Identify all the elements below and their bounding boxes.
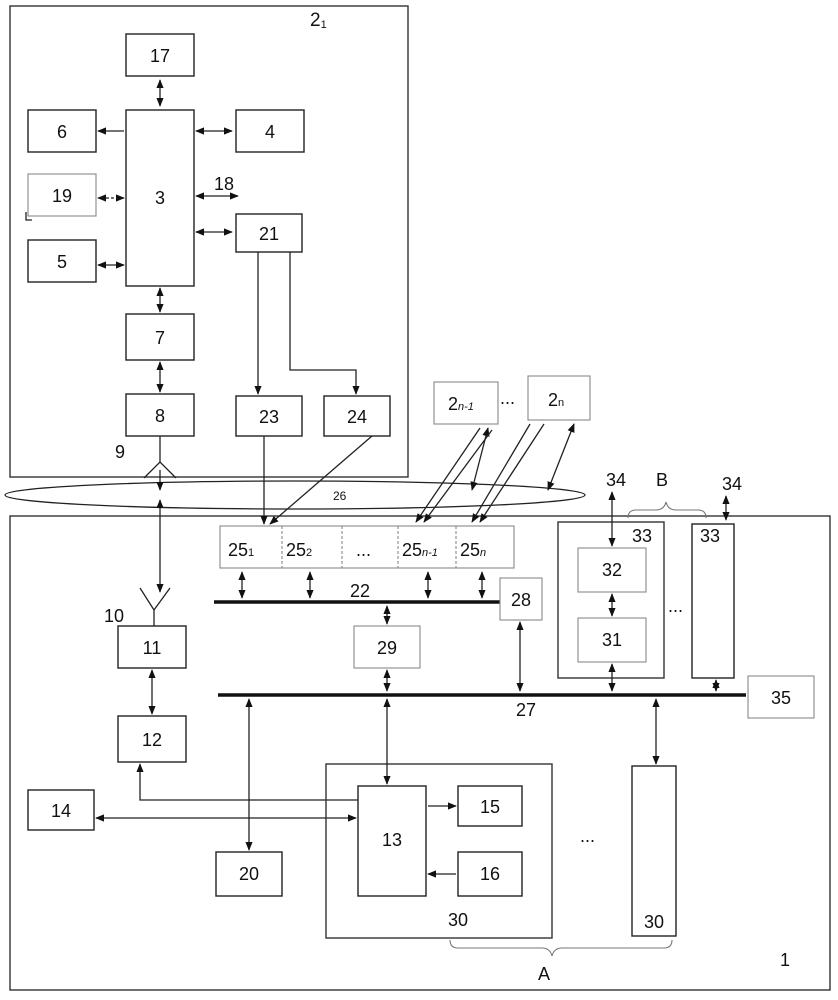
link-24-25-1 (270, 436, 372, 524)
label-34-left: 34 (606, 470, 626, 490)
ellipsis-group-a: ... (580, 826, 595, 846)
label-30-right: 30 (644, 912, 664, 932)
label-15: 15 (480, 797, 500, 817)
label-6: 6 (57, 122, 67, 142)
label-13: 13 (382, 830, 402, 850)
ellipsis-subsystems: ... (500, 388, 515, 408)
label-22: 22 (350, 581, 370, 601)
label-34-right: 34 (722, 474, 742, 494)
label-23: 23 (259, 407, 279, 427)
label-24: 24 (347, 407, 367, 427)
label-28: 28 (511, 590, 531, 610)
label-29: 29 (377, 638, 397, 658)
group-33-right (692, 524, 734, 678)
label-B: B (656, 470, 668, 490)
link-2-n-port-a (472, 424, 530, 522)
label-1: 1 (780, 950, 790, 970)
label-8: 8 (155, 406, 165, 426)
group-30-right (632, 766, 676, 936)
label-17: 17 (150, 46, 170, 66)
label-16: 16 (480, 864, 500, 884)
label-14: 14 (51, 801, 71, 821)
label-10: 10 (104, 606, 124, 626)
label-12: 12 (142, 730, 162, 750)
label-31: 31 (602, 630, 622, 650)
label-11: 11 (143, 638, 162, 658)
label-27: 27 (516, 700, 536, 720)
link-2-n-port-b (480, 424, 544, 522)
label-19: 19 (52, 186, 72, 206)
label-25-ellipsis: ... (356, 540, 371, 560)
label-5: 5 (57, 252, 67, 272)
label-32: 32 (602, 560, 622, 580)
label-3: 3 (155, 188, 165, 208)
label-20: 20 (239, 864, 259, 884)
link-2-n-channel (548, 424, 574, 490)
label-7: 7 (155, 328, 165, 348)
label-33-right: 33 (700, 526, 720, 546)
link-21-24 (290, 252, 356, 394)
label-A: A (538, 964, 550, 984)
label-26: 26 (333, 489, 347, 503)
label-35: 35 (771, 688, 791, 708)
brace-A (450, 940, 672, 956)
label-9: 9 (115, 442, 125, 462)
antenna-10-icon (140, 588, 170, 610)
link-2-n-minus-1-port-a (416, 428, 480, 522)
label-30-left: 30 (448, 910, 468, 930)
label-4: 4 (265, 122, 275, 142)
label-2-1: 21 (310, 10, 327, 31)
link-2-n-minus-1-port-b (424, 430, 492, 522)
ellipsis-group-b: ... (668, 596, 683, 616)
label-18: 18 (214, 174, 234, 194)
label-33-left: 33 (632, 526, 652, 546)
label-21: 21 (259, 224, 279, 244)
